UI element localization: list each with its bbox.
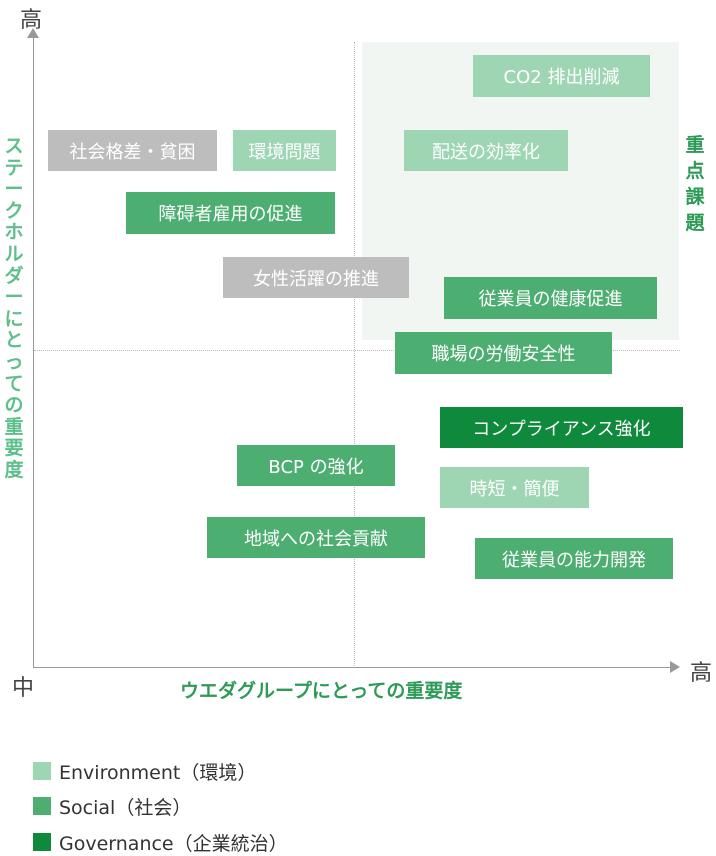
issue-time-saving: 時短・簡便 xyxy=(440,467,589,508)
issue-disability-employment: 障碍者雇用の促進 xyxy=(126,192,335,234)
issue-workplace-safety: 職場の労働安全性 xyxy=(395,332,612,374)
issue-environmental-problems: 環境問題 xyxy=(233,130,336,171)
legend-label: Environment（環境） xyxy=(59,761,257,784)
x-axis-high-label: 高 xyxy=(690,661,713,686)
priority-zone-label: 重点課題 xyxy=(685,134,705,234)
issue-social-inequality: 社会格差・貧困 xyxy=(48,130,217,171)
legend-governance: Governance（企業統治） xyxy=(33,831,288,855)
origin-label: 中 xyxy=(12,676,35,701)
issue-bcp: BCP の強化 xyxy=(237,445,395,486)
issue-community-contribution: 地域への社会貢献 xyxy=(207,517,425,558)
legend-social: Social（社会） xyxy=(33,795,192,819)
issue-employee-development: 従業員の能力開発 xyxy=(475,538,673,579)
horizontal-divider xyxy=(34,350,680,351)
legend-label: Social（社会） xyxy=(59,796,192,819)
legend-environment: Environment（環境） xyxy=(33,760,257,784)
y-axis-high-label: 高 xyxy=(20,8,43,33)
x-axis-line xyxy=(33,667,673,668)
y-axis-arrow-icon xyxy=(27,28,39,38)
issue-compliance: コンプライアンス強化 xyxy=(440,407,683,448)
y-axis-line xyxy=(33,32,34,668)
legend-swatch-governance xyxy=(33,833,51,851)
issue-women-empowerment: 女性活躍の推進 xyxy=(223,257,409,298)
vertical-divider xyxy=(354,42,355,666)
legend-swatch-social xyxy=(33,797,51,815)
issue-employee-health: 従業員の健康促進 xyxy=(444,277,657,319)
issue-co2-reduction: CO2 排出削減 xyxy=(473,55,650,97)
legend-swatch-environment xyxy=(33,762,51,780)
x-axis-arrow-icon xyxy=(670,661,680,673)
issue-delivery-efficiency: 配送の効率化 xyxy=(404,130,568,171)
x-axis-title: ウエダグループにとっての重要度 xyxy=(180,680,463,702)
y-axis-title: ステークホルダーにとっての重要度 xyxy=(4,135,24,481)
legend-label: Governance（企業統治） xyxy=(59,832,288,855)
